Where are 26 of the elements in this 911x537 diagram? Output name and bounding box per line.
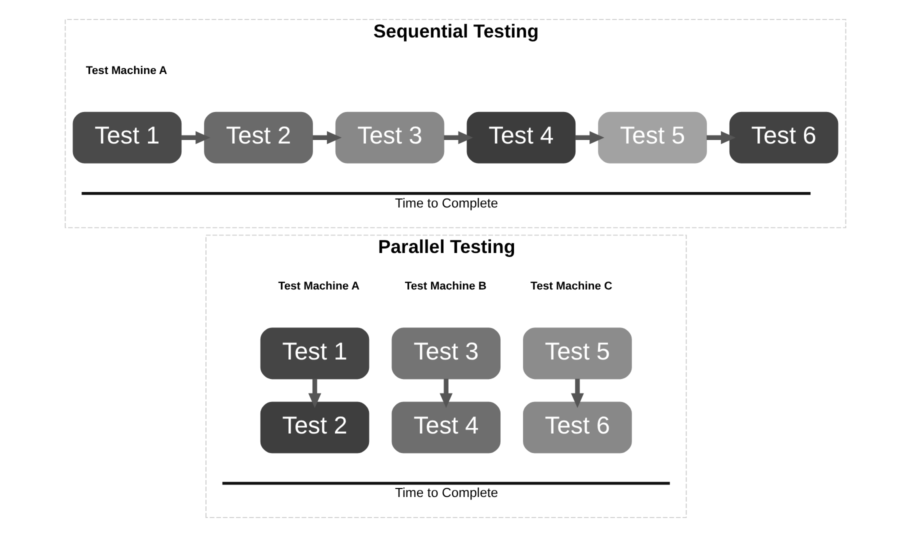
node-box: Test 3: [335, 112, 444, 164]
node-box: Test 2: [260, 402, 370, 454]
arrow: [312, 131, 342, 144]
node-box: Test 3: [392, 328, 501, 380]
label: Test Machine A: [86, 64, 168, 77]
label: Test Machine A: [278, 280, 360, 293]
node-box: Test 5: [598, 112, 707, 164]
label: Time to Complete: [394, 485, 498, 500]
arrow: [575, 131, 604, 144]
arrow: [440, 378, 453, 408]
label: Test Machine C: [530, 280, 612, 293]
arrow: [706, 131, 736, 144]
label: Time to Complete: [394, 195, 498, 210]
node-box: Test 2: [204, 112, 313, 164]
arrow: [444, 131, 474, 144]
node-box: Test 4: [392, 402, 501, 454]
node-box: Test 4: [466, 112, 576, 164]
arrow: [571, 378, 584, 408]
label: Test Machine B: [404, 280, 487, 293]
arrow: [181, 131, 210, 144]
node-box: Test 1: [72, 112, 182, 164]
node-box: Test 6: [523, 402, 632, 454]
node-box: Test 1: [260, 328, 370, 380]
arrow: [308, 378, 322, 408]
node-box: Test 6: [729, 112, 838, 164]
node-box: Test 5: [523, 328, 632, 380]
